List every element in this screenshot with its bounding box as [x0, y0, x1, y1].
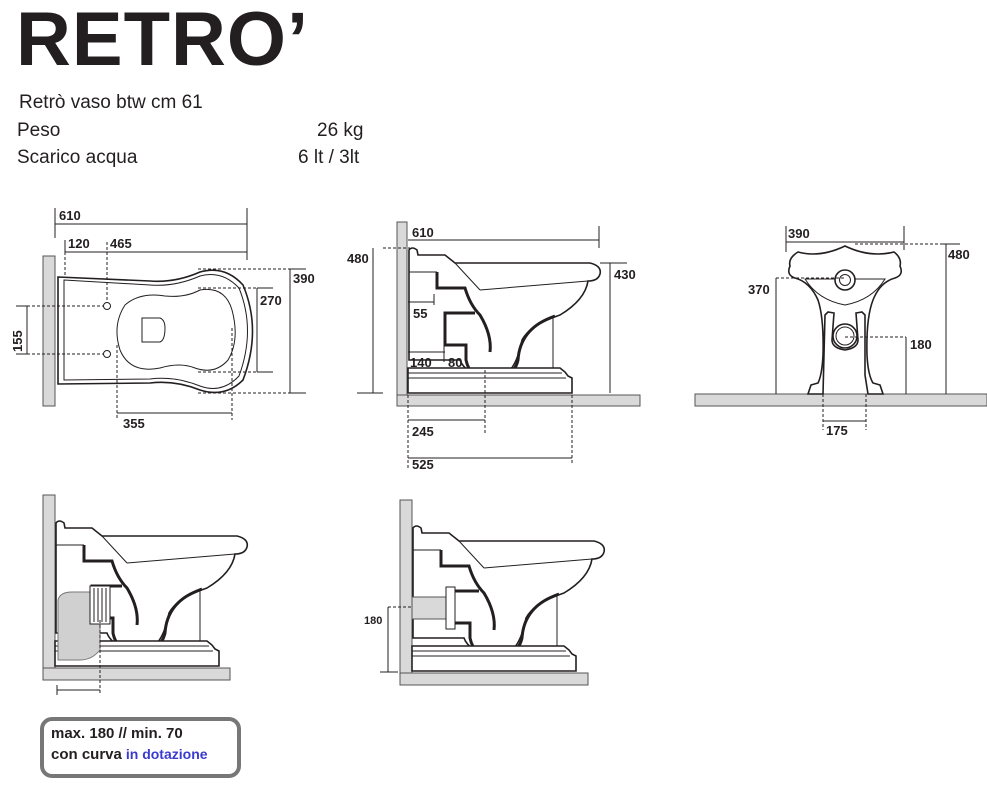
product-title: RETRO’ [16, 0, 310, 82]
note-line2-text: con curva [51, 746, 122, 763]
dim-610: 610 [412, 225, 434, 240]
flush-label: Scarico acqua [17, 147, 138, 168]
dim-140: 140 [410, 355, 432, 370]
floor [399, 672, 589, 686]
model-name: Retrò vaso btw cm 61 [19, 92, 203, 113]
flush-value: 6 lt / 3lt [298, 147, 360, 168]
note-highlight: in dotazione [125, 746, 208, 762]
dim-155: 155 [10, 330, 25, 352]
dim-245: 245 [412, 424, 434, 439]
dim-175: 175 [826, 423, 848, 438]
wall [42, 494, 56, 669]
dim-430: 430 [614, 267, 636, 282]
dim-465: 465 [110, 236, 132, 251]
dim-480: 480 [948, 247, 970, 262]
weight-label: Peso [17, 120, 61, 141]
dim-180: 180 [910, 337, 932, 352]
dim-80: 80 [448, 355, 462, 370]
dim-390: 390 [788, 226, 810, 241]
dim-390: 390 [293, 271, 315, 286]
dim-525: 525 [412, 457, 434, 472]
plan-view: 610 120 465 155 390 270 355 [10, 208, 315, 431]
weight-value: 26 kg [317, 120, 364, 141]
note-line1: max. 180 // min. 70 [51, 725, 183, 742]
floor-outlet-view [42, 494, 249, 695]
wall [399, 499, 413, 674]
dim-610: 610 [59, 208, 81, 223]
dim-355: 355 [123, 416, 145, 431]
floor [694, 393, 987, 407]
dim-55: 55 [413, 306, 427, 321]
front-view: 390 480 370 180 175 [694, 226, 987, 438]
dim-270: 270 [260, 293, 282, 308]
dim-480: 480 [347, 251, 369, 266]
toilet-plan-outline [57, 269, 254, 394]
dim-120: 120 [68, 236, 90, 251]
side-view: 610 480 430 55 140 80 245 525 [347, 221, 641, 472]
floor [396, 394, 641, 407]
wall [42, 255, 56, 407]
wall-outlet-view: 180 [364, 499, 606, 686]
dim-370: 370 [748, 282, 770, 297]
dim-180: 180 [364, 615, 382, 627]
floor [42, 667, 231, 681]
